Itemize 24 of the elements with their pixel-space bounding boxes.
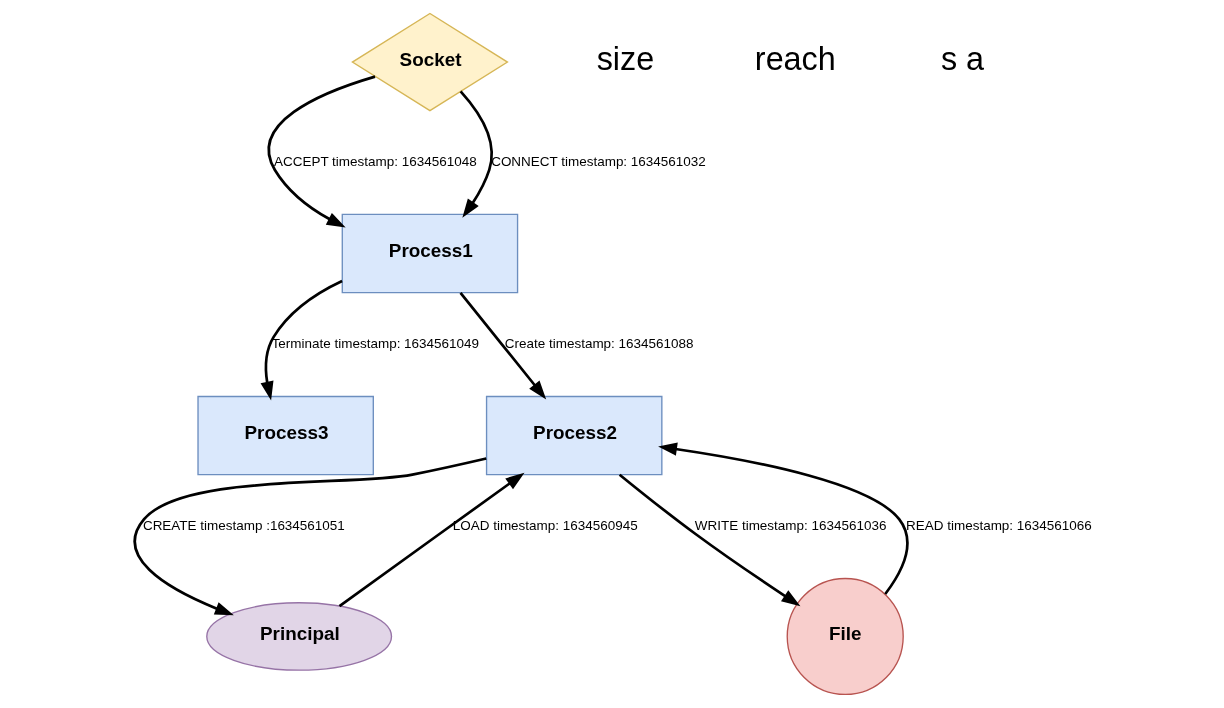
node-box: Process1 [341, 213, 518, 294]
node-box: Process2 [485, 395, 662, 476]
edge-label: WRITE timestamp: 1634561036 [694, 517, 886, 533]
edge-label: Terminate timestamp: 1634561049 [271, 335, 479, 351]
node-box: Process3 [196, 395, 374, 476]
arrow [618, 473, 800, 607]
arrow [133, 457, 487, 616]
edge-label: CREATE timestamp :1634561051 [142, 517, 345, 533]
edge-label: Create timestamp: 1634561088 [504, 335, 693, 351]
label: reach [754, 41, 836, 78]
arrow [459, 90, 493, 218]
edge-label: CONNECT timestamp: 1634561032 [490, 153, 706, 169]
node-circle: File [786, 577, 904, 696]
arrow [657, 442, 909, 595]
node-diamond: Socket [350, 12, 509, 112]
edge-label: ACCEPT timestamp: 1634561048 [273, 153, 477, 169]
label: s a [940, 41, 984, 78]
arrow [458, 292, 546, 400]
label: size [596, 41, 654, 78]
arrow [338, 472, 524, 608]
arrow [260, 279, 343, 401]
edge-label: READ timestamp: 1634561066 [905, 517, 1092, 533]
arrow [267, 75, 375, 228]
edge-label: LOAD timestamp: 1634560945 [452, 517, 638, 533]
